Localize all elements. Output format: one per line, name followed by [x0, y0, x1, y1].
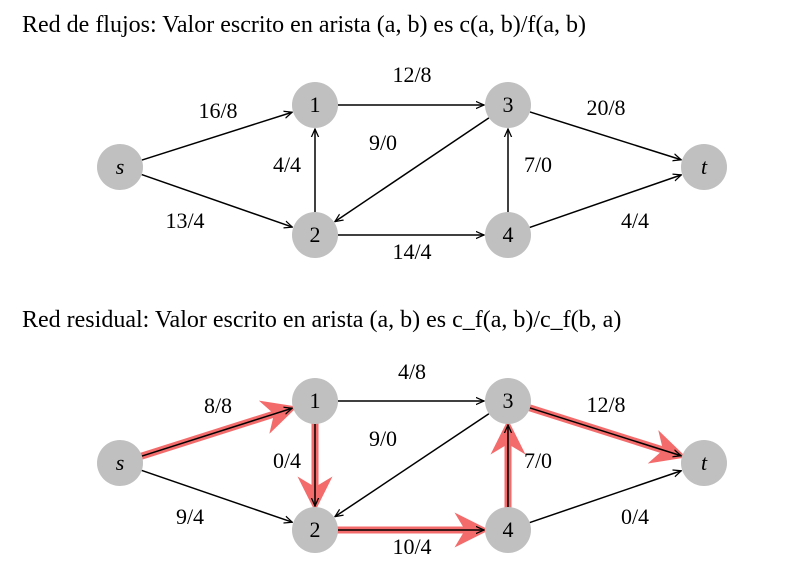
node-label: s: [116, 154, 125, 179]
node-circle: [97, 144, 143, 190]
node-label: 4: [503, 222, 514, 247]
nodes-layer: s 1 2 3 4 t s 1 2 3 4 t: [97, 82, 727, 553]
edge-top-3-2: [335, 117, 490, 222]
node-circle: [485, 378, 531, 424]
node-circle: [485, 82, 531, 128]
edge-top-s-2: [141, 173, 293, 228]
node-top-4: 4: [485, 212, 531, 258]
node-label: t: [701, 450, 708, 475]
edge-label-bottom-3-2: 9/0: [369, 426, 397, 451]
edge-label-bottom-s-1: 8/8: [204, 393, 232, 418]
edge-label-top-4-3: 7/0: [524, 152, 552, 177]
node-top-t: t: [681, 144, 727, 190]
node-circle: [681, 440, 727, 486]
node-circle: [485, 212, 531, 258]
node-circle: [292, 212, 338, 258]
edge-label-top-s-1: 16/8: [198, 98, 237, 123]
node-bottom-2: 2: [292, 507, 338, 553]
node-circle: [292, 82, 338, 128]
node-label: 4: [503, 517, 514, 542]
node-label: s: [116, 450, 125, 475]
node-bottom-3: 3: [485, 378, 531, 424]
node-bottom-4: 4: [485, 507, 531, 553]
residual-network-caption: Red residual: Valor escrito en arista (a…: [22, 307, 621, 334]
node-circle: [97, 440, 143, 486]
edge-label-bottom-s-2: 9/4: [176, 504, 204, 529]
flow-network-caption-text: Red de flujos: Valor escrito en arista (…: [22, 12, 587, 38]
edge-label-bottom-1-3: 4/8: [398, 359, 426, 384]
node-circle: [292, 378, 338, 424]
node-bottom-t: t: [681, 440, 727, 486]
node-label: 2: [310, 517, 321, 542]
node-circle: [292, 507, 338, 553]
node-label: 1: [310, 92, 321, 117]
edge-labels-layer: 16/8 13/4 4/4 12/8 9/0 14/4 7/0 20/8 4/4 8/8 9/4 0/…: [165, 62, 649, 559]
edge-label-top-2-4: 14/4: [392, 239, 431, 264]
node-label: t: [701, 154, 708, 179]
residual-network-caption-text: Red residual: Valor escrito en arista (a…: [22, 307, 622, 333]
edge-label-bottom-1-2: 0/4: [273, 448, 301, 473]
node-circle: [485, 507, 531, 553]
edge-label-top-s-2: 13/4: [165, 208, 204, 233]
node-top-1: 1: [292, 82, 338, 128]
edge-label-bottom-3-t: 12/8: [586, 392, 625, 417]
node-top-3: 3: [485, 82, 531, 128]
node-bottom-s: s: [97, 440, 143, 486]
edge-label-bottom-4-t: 0/4: [621, 504, 649, 529]
edge-label-bottom-4-3: 7/0: [524, 448, 552, 473]
edge-bottom-s-1: [141, 408, 292, 457]
edge-label-top-3-2: 9/0: [369, 130, 397, 155]
edge-label-top-1-3: 12/8: [392, 62, 431, 87]
edge-top-3-t: [529, 111, 681, 160]
node-top-s: s: [97, 144, 143, 190]
edge-label-top-3-t: 20/8: [586, 95, 625, 120]
edge-label-top-2-1: 4/4: [273, 152, 301, 177]
node-label: 1: [310, 388, 321, 413]
edge-label-top-4-t: 4/4: [621, 208, 649, 233]
node-circle: [681, 144, 727, 190]
edge-top-s-1: [141, 112, 292, 161]
node-top-2: 2: [292, 212, 338, 258]
edge-bottom-3-2: [335, 413, 490, 517]
node-label: 2: [310, 222, 321, 247]
node-label: 3: [503, 92, 514, 117]
edge-bottom-4-t: [529, 471, 682, 524]
node-bottom-1: 1: [292, 378, 338, 424]
edge-bottom-s-2: [141, 469, 293, 522]
edges-layer: [136, 105, 687, 548]
edge-bottom-3-t: [529, 407, 681, 456]
flow-network-caption: Red de flujos: Valor escrito en arista (…: [22, 12, 586, 39]
edge-top-4-t: [529, 175, 682, 229]
edge-label-bottom-2-4: 10/4: [392, 534, 431, 559]
node-label: 3: [503, 388, 514, 413]
